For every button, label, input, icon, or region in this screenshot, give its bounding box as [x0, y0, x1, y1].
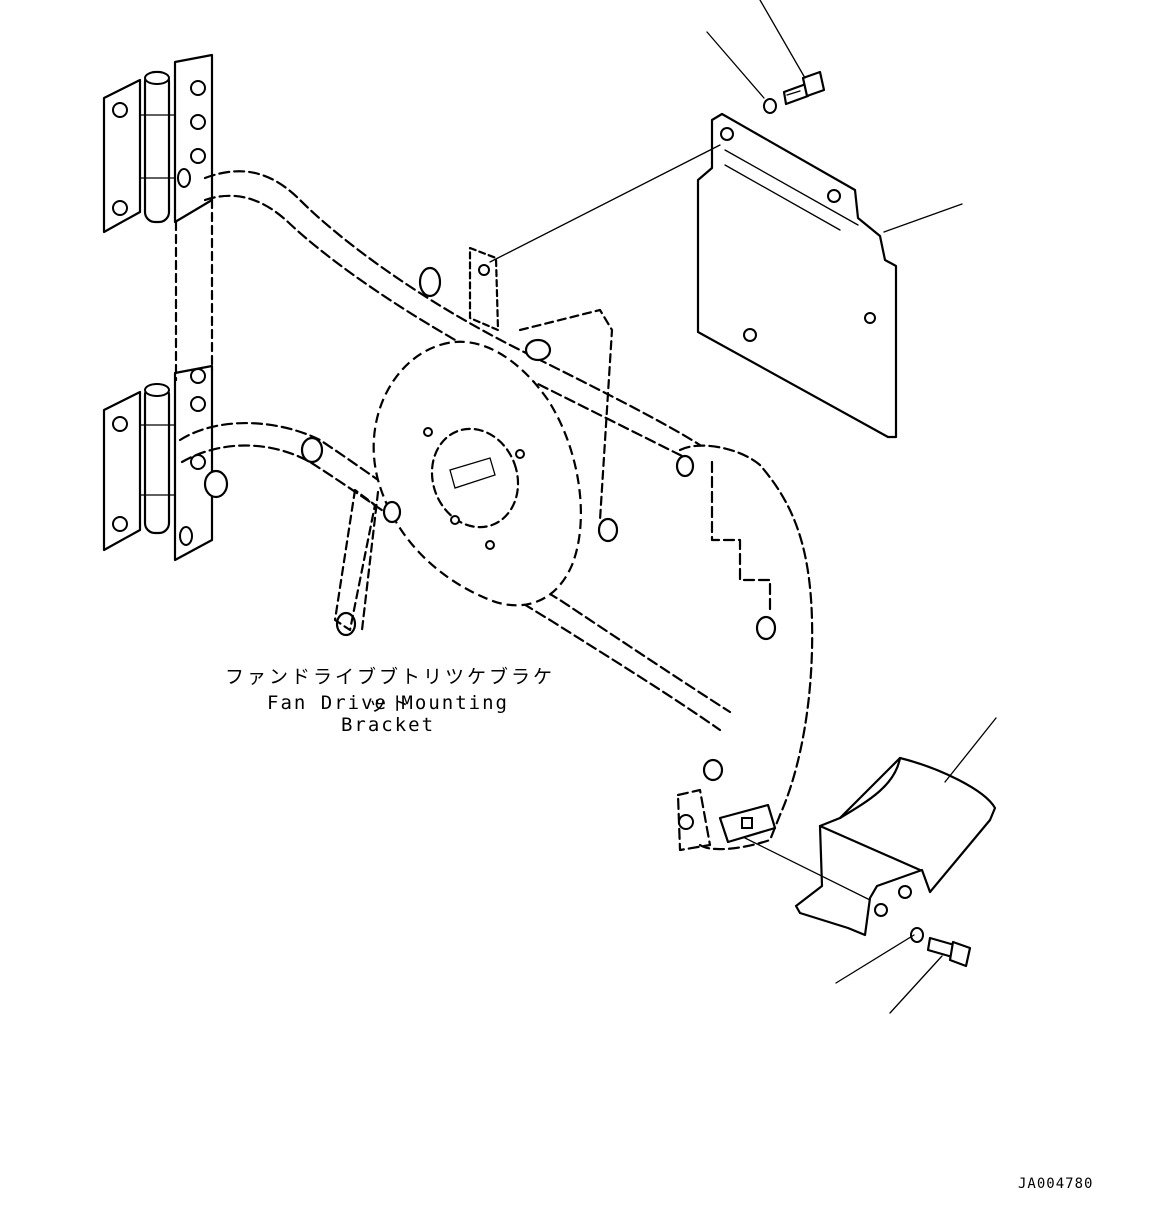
part-name-english: Fan Drive Mounting Bracket	[267, 692, 509, 736]
frame-bosses	[203, 266, 777, 782]
leader-lines	[489, 0, 997, 1014]
hinge-post	[174, 198, 214, 382]
support-arm	[333, 488, 380, 632]
upper-bolt	[763, 70, 826, 114]
drawing-code: JA004780	[1018, 1176, 1094, 1192]
part-name-japanese: ファンドライブブトリツケブラケット	[225, 666, 556, 715]
fan-drive-disc	[372, 340, 582, 607]
lower-hinge	[102, 364, 214, 562]
lower-guard	[794, 756, 997, 937]
mount-block	[678, 803, 777, 844]
upper-cover-plate	[696, 112, 898, 439]
lower-bolt	[910, 927, 972, 968]
upper-hinge	[102, 53, 214, 234]
standoff-bracket	[468, 246, 614, 522]
